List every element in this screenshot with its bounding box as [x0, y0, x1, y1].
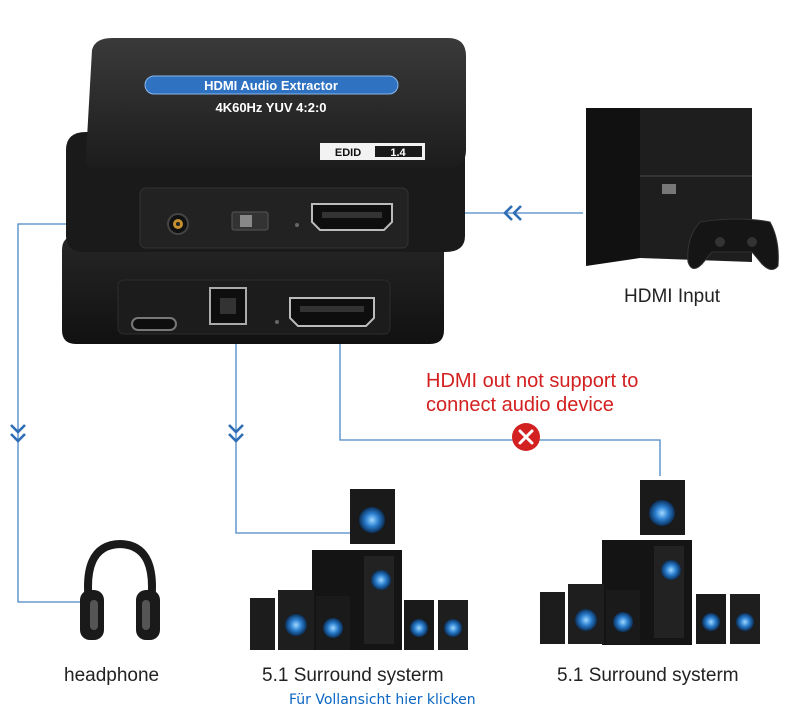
warning-line-1: HDMI out not support to — [426, 370, 639, 392]
badge-text: Audio Extractor — [240, 78, 338, 93]
chevron-left-icon — [503, 205, 522, 221]
hdmi-input-label: HDMI Input — [624, 286, 721, 307]
hdmi-out-warning: HDMI out not support to connect audio de… — [426, 369, 638, 417]
chevron-down-icon — [228, 424, 244, 443]
badge-prefix: HDMI — [204, 78, 240, 93]
device-spec-text: 4K60Hz YUV 4:2:0 — [215, 100, 326, 115]
full-view-link[interactable]: Für Vollansicht hier klicken — [289, 692, 476, 708]
surround-system-right-image — [540, 480, 760, 645]
warning-line-2: connect audio device — [426, 394, 614, 416]
audio-extractor-device: HDMI Audio Extractor 4K60Hz YUV 4:2:0 ED… — [62, 38, 467, 344]
optical-line — [235, 328, 352, 534]
surround-system-left-image — [250, 489, 468, 650]
chevron-down-icon — [10, 424, 26, 443]
edid-label: EDID — [335, 147, 361, 159]
surround-left-label: 5.1 Surround systerm — [262, 665, 444, 686]
game-console-image — [586, 108, 779, 270]
edid-value: 1.4 — [390, 147, 406, 159]
headphone-label: headphone — [64, 665, 160, 686]
x-circle-icon — [512, 423, 540, 451]
headphone-image — [80, 539, 160, 640]
hdmi-out-line — [339, 320, 661, 476]
surround-right-label: 5.1 Surround systerm — [557, 665, 739, 686]
device-badge-text: HDMI Audio Extractor — [204, 78, 338, 93]
